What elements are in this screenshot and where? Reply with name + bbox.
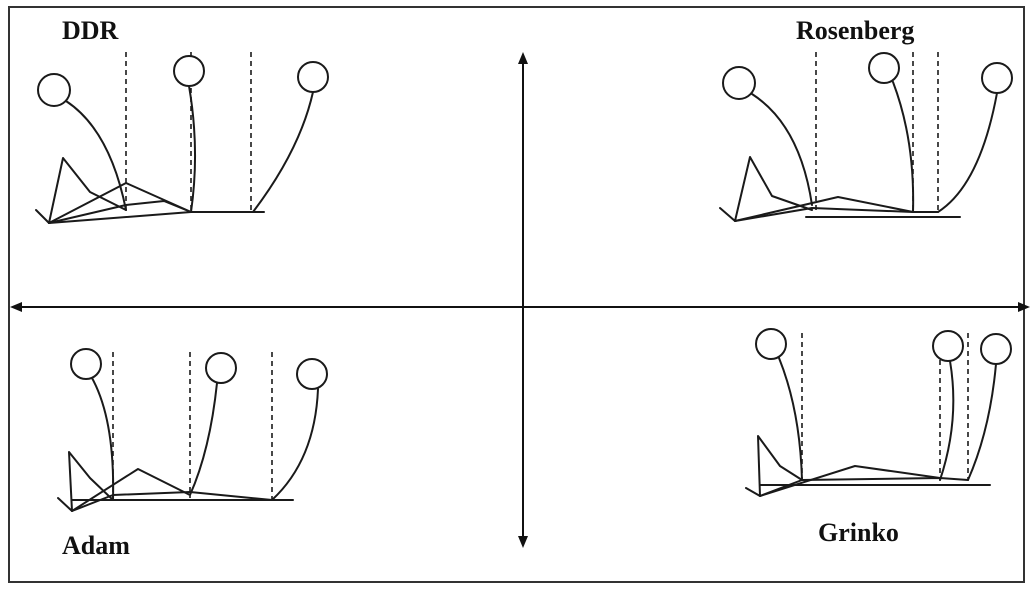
frame-border [9, 7, 1024, 582]
head-circle [982, 63, 1012, 93]
label-ddr: DDR [62, 18, 118, 44]
head-circle [206, 353, 236, 383]
label-adam: Adam [62, 533, 130, 559]
head-circle [723, 67, 755, 99]
head-circle [981, 334, 1011, 364]
head-circle [297, 359, 327, 389]
label-grinko: Grinko [818, 520, 899, 546]
head-circle [933, 331, 963, 361]
head-circle [174, 56, 204, 86]
head-circle [756, 329, 786, 359]
label-rosenberg: Rosenberg [796, 18, 914, 44]
head-circle [869, 53, 899, 83]
head-circle [71, 349, 101, 379]
head-circle [298, 62, 328, 92]
